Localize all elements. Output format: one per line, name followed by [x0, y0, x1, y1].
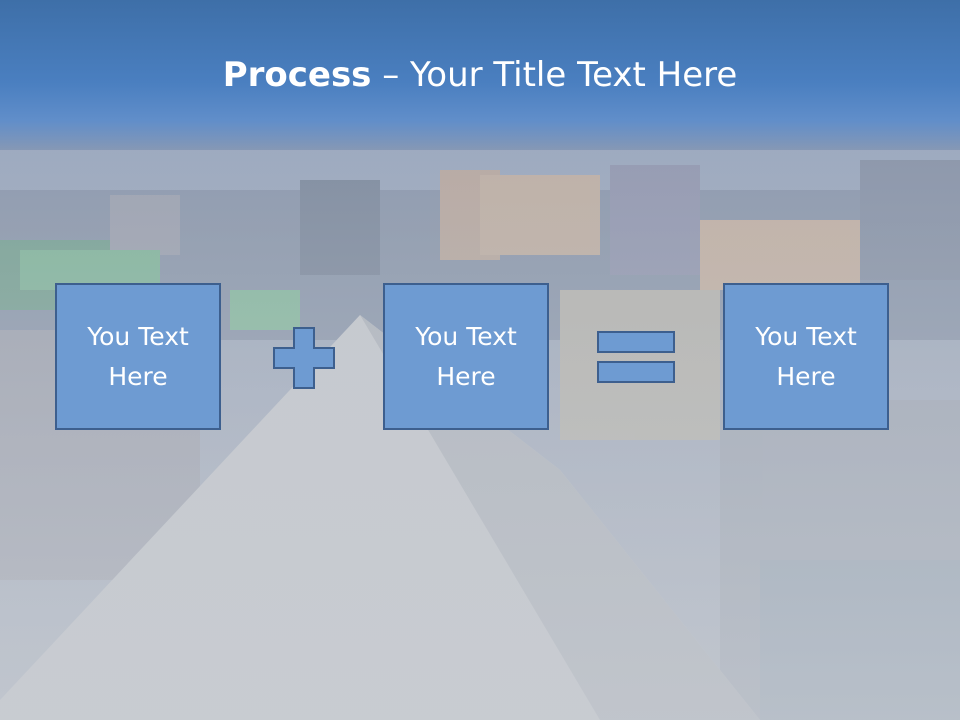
process-box-2[interactable]: You Text Here [383, 283, 549, 430]
process-box-1-label: You Text Here [87, 321, 189, 391]
title-rest: – Your Title Text Here [371, 55, 738, 95]
equals-icon [597, 331, 675, 383]
title-bold: Process [222, 55, 372, 95]
header-band [0, 0, 960, 150]
process-box-1[interactable]: You Text Here [55, 283, 221, 430]
process-box-3-label: You Text Here [755, 321, 857, 391]
process-box-2-label: You Text Here [415, 321, 517, 391]
process-box-3[interactable]: You Text Here [723, 283, 889, 430]
plus-icon [273, 327, 335, 389]
slide-title: Process – Your Title Text Here [0, 52, 960, 98]
